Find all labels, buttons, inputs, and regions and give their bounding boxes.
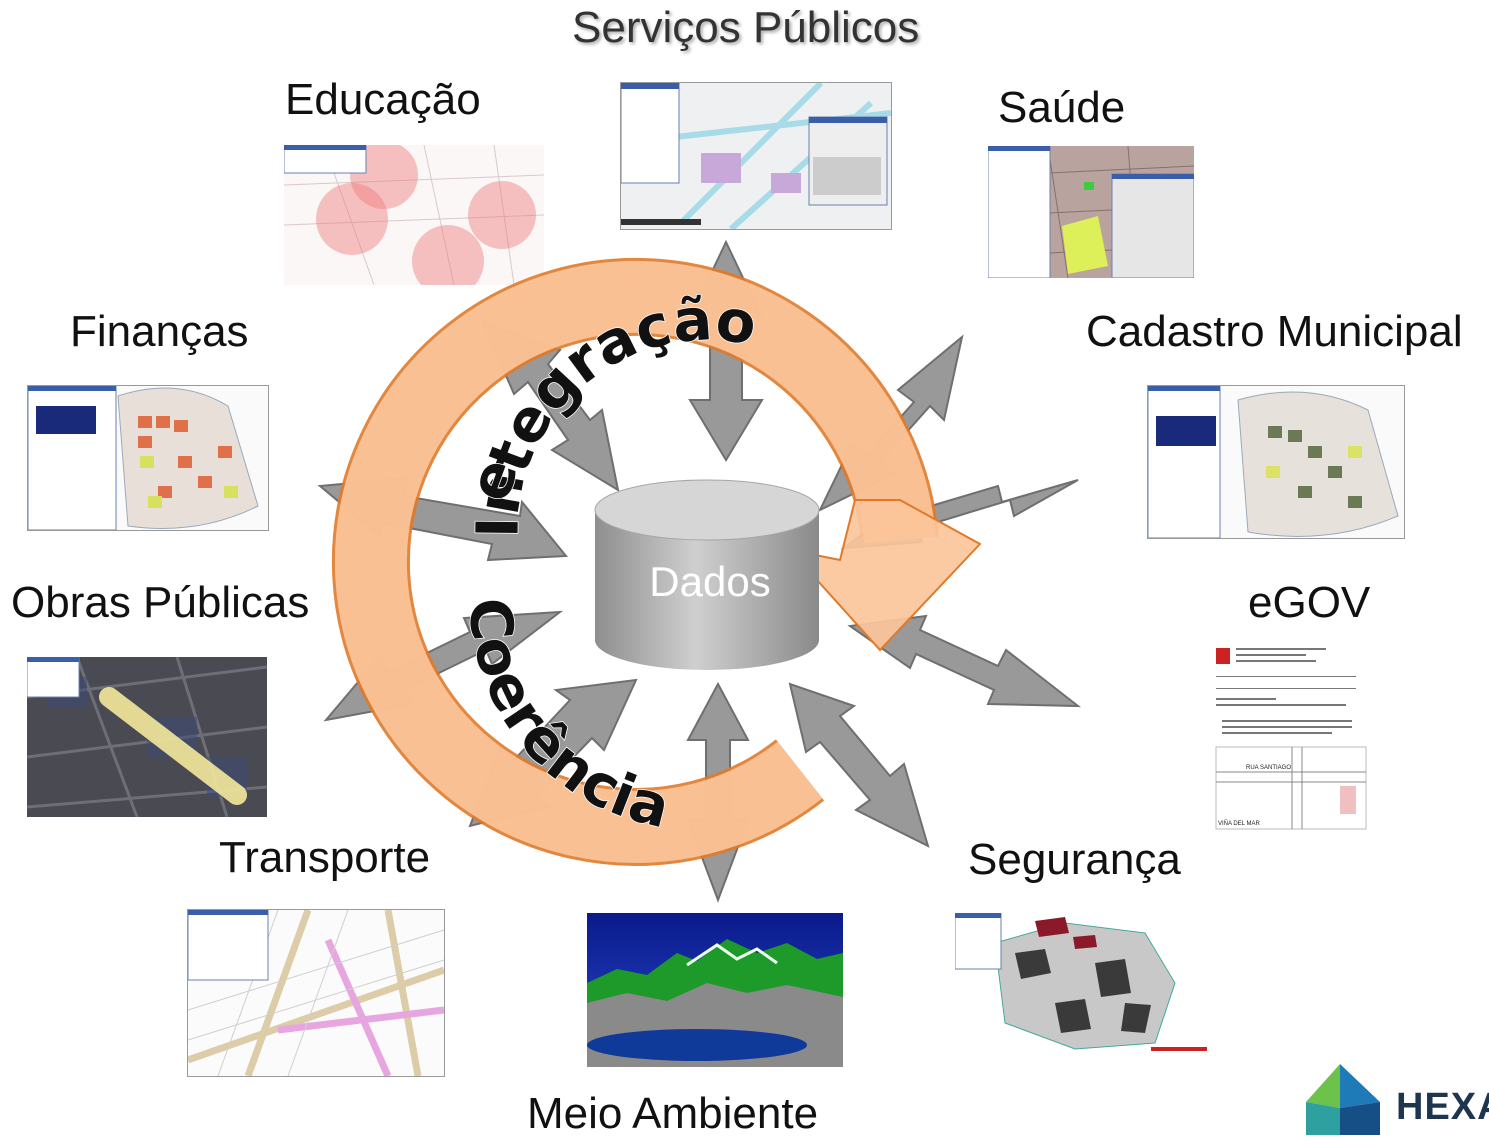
- coherence-integration-ring: [331, 257, 982, 866]
- aerial-photo-image: [27, 657, 267, 817]
- label-transporte: Transporte: [219, 833, 431, 882]
- egov-street-label-1: RUA SANTIAGO: [1246, 765, 1291, 771]
- terrain-3d-image: [587, 913, 843, 1067]
- label-educacao: Educação: [285, 75, 481, 124]
- database-cylinder: Dados: [594, 479, 820, 670]
- label-egov: eGOV: [1248, 578, 1371, 627]
- transport-map-image: [188, 910, 444, 1076]
- egov-thumbnail: RUA SANTIAGO VIÑA DEL MAR: [1212, 642, 1370, 832]
- hexagon-logo-icon: [1306, 1064, 1380, 1135]
- servicos-publicos-thumbnail: [620, 82, 892, 230]
- arrow-lower-right: [847, 614, 1082, 708]
- seguranca-thumbnail: [955, 913, 1211, 1053]
- finance-map-image: [28, 386, 268, 530]
- database-label: Dados: [649, 558, 770, 605]
- ring-arrowhead: [787, 499, 982, 652]
- security-map-image: [955, 913, 1211, 1053]
- label-cadastro-municipal: Cadastro Municipal: [1086, 307, 1463, 356]
- cadastro-map-image: [1148, 386, 1404, 538]
- label-servicos-publicos: Serviços Públicos: [572, 3, 920, 52]
- label-seguranca: Segurança: [968, 835, 1181, 884]
- cadastro-municipal-thumbnail: [1147, 385, 1405, 539]
- label-saude: Saúde: [998, 83, 1126, 132]
- egov-street-label-2: VIÑA DEL MAR: [1218, 820, 1260, 827]
- health-map-image: [988, 146, 1194, 278]
- egov-document-image: RUA SANTIAGO VIÑA DEL MAR: [1212, 642, 1370, 832]
- education-map-image: [284, 145, 544, 285]
- meio-ambiente-thumbnail: [587, 913, 843, 1067]
- arrow-bottom-right: [788, 682, 930, 848]
- obras-publicas-thumbnail: [27, 657, 267, 817]
- label-meio-ambiente: Meio Ambiente: [527, 1089, 819, 1138]
- label-obras-publicas: Obras Públicas: [11, 578, 310, 627]
- saude-thumbnail: [988, 146, 1194, 278]
- street-map-image: [621, 83, 891, 229]
- educacao-thumbnail: [284, 145, 544, 285]
- financas-thumbnail: [27, 385, 269, 531]
- logo-text: HEXA: [1396, 1086, 1489, 1128]
- label-financas: Finanças: [70, 307, 249, 356]
- transporte-thumbnail: [187, 909, 445, 1077]
